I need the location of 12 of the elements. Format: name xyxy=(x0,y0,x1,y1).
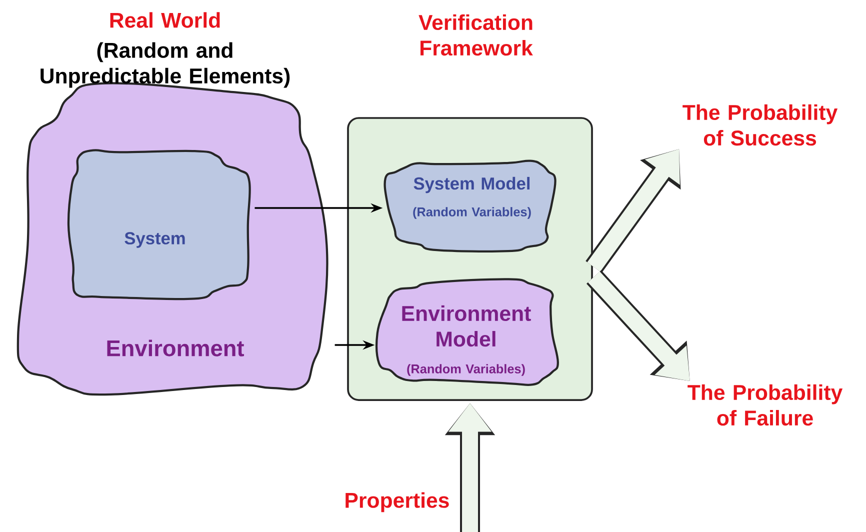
node-label: (Random Variables) xyxy=(413,207,531,219)
node-label: System Model xyxy=(414,176,530,194)
label-text: The Probability of Failure xyxy=(688,384,843,426)
node-label: Environment Model xyxy=(402,305,531,347)
heading: Verification Framework xyxy=(418,14,533,56)
heading: (Random and Unpredictable Elements) xyxy=(40,42,290,88)
heading: Real World xyxy=(110,12,220,28)
node-label: Environment xyxy=(107,340,244,356)
node-label: System xyxy=(124,232,185,248)
label-text: The Probability of Success xyxy=(682,104,838,146)
node-label: (Random Variables) xyxy=(407,364,525,376)
edge-label: Properties xyxy=(346,492,449,512)
